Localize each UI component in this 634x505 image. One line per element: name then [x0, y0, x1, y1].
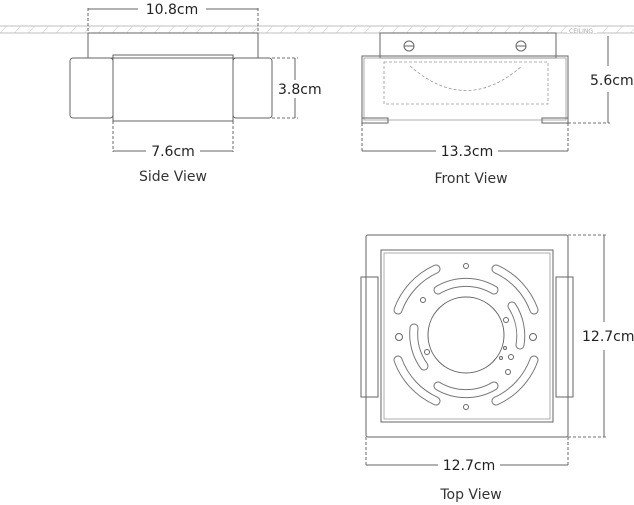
side-view-label: Side View [139, 169, 207, 185]
top-view: 12.7cm 12.7cm Top View [360, 234, 634, 503]
front-height: 5.6cm [590, 73, 634, 89]
top-view-label: Top View [439, 487, 501, 503]
front-view: 5.6cm 13.3cm Front View [361, 32, 634, 187]
top-width: 12.7cm [443, 458, 496, 474]
side-height: 3.8cm [278, 82, 322, 98]
side-body-width: 7.6cm [151, 144, 195, 160]
front-view-label: Front View [434, 171, 507, 187]
ceiling: CEILING [0, 25, 634, 35]
top-depth: 12.7cm [582, 329, 634, 345]
front-width: 13.3cm [441, 144, 494, 160]
ceiling-label: CEILING [569, 28, 593, 35]
side-view: 10.8cm 3.8cm 7.6cm Side View [69, 2, 322, 185]
side-overall-width: 10.8cm [146, 2, 199, 18]
